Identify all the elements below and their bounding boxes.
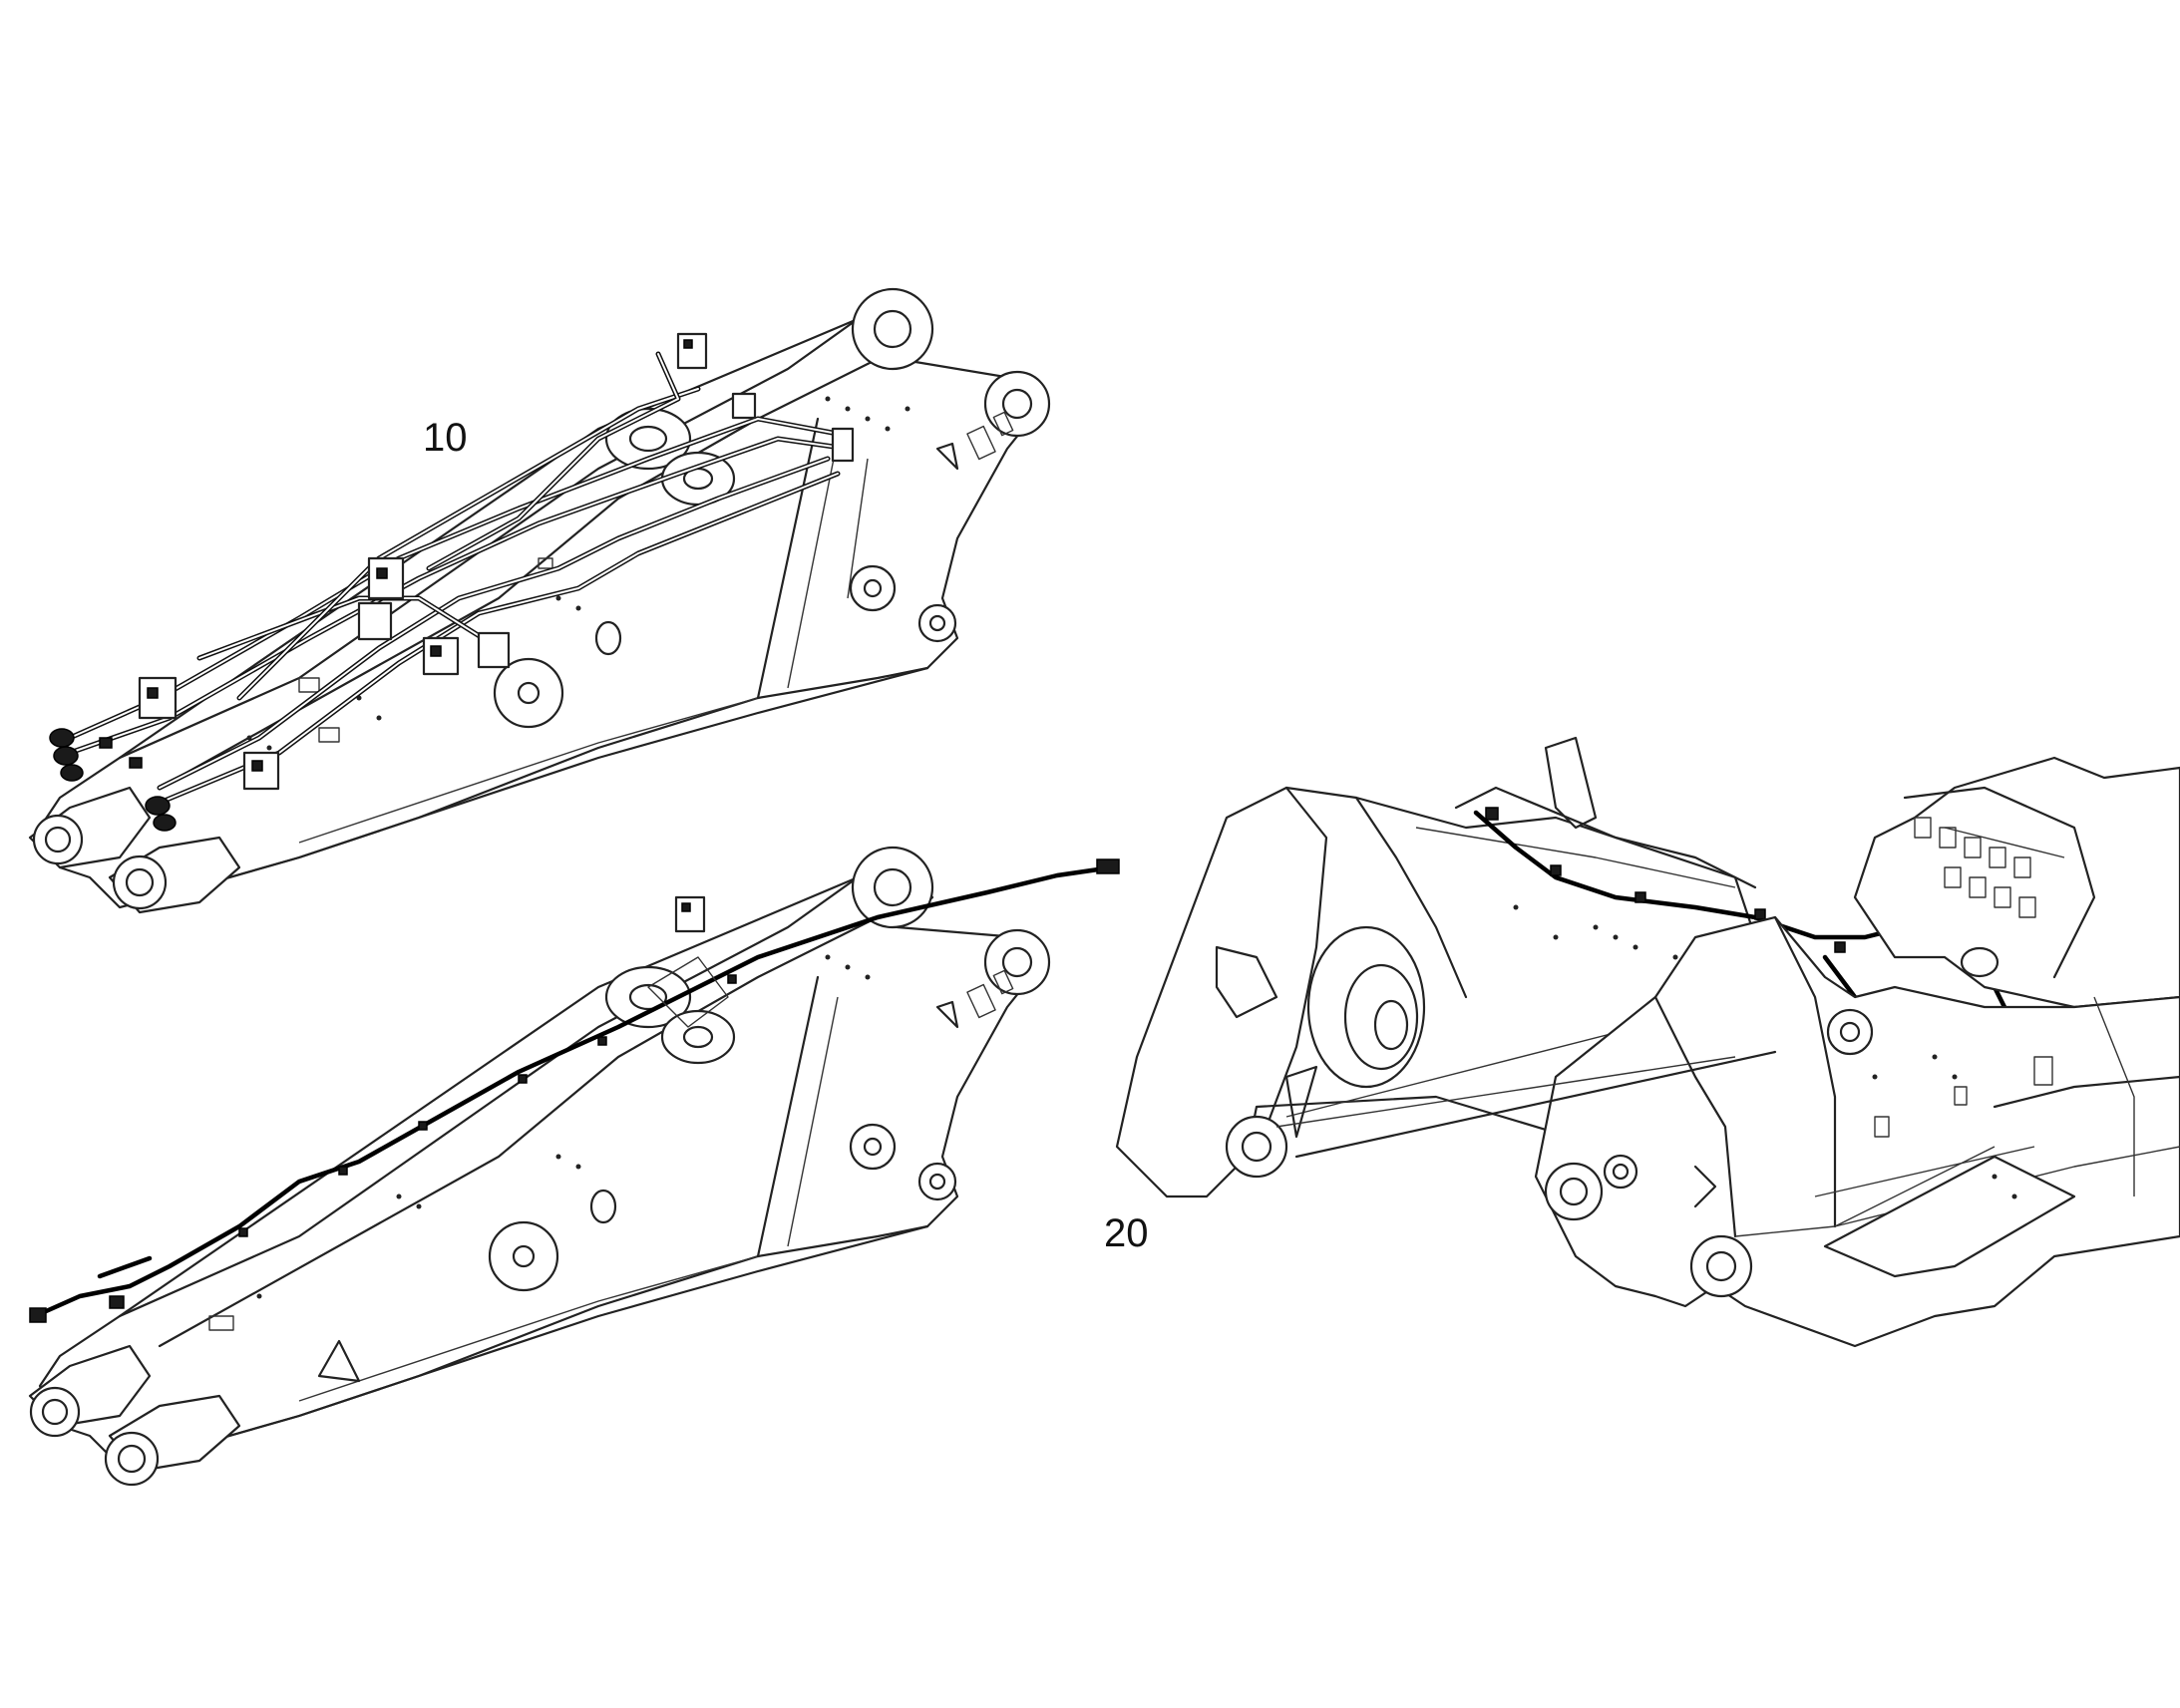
machine-frame-assembly-20 — [1115, 736, 2180, 1348]
frame-panel-cells — [1914, 817, 2036, 918]
valve-blocks-10 — [138, 332, 855, 791]
wiring-harness-20 — [32, 864, 1115, 1319]
hydraulic-pipes-10 — [67, 351, 851, 806]
rivet-dots-20 — [256, 954, 871, 1299]
front-connectors-10 — [49, 728, 177, 832]
harness-end-connector — [1096, 858, 1120, 874]
rivet-dots-10 — [246, 396, 910, 751]
boom-assembly-10 — [28, 287, 1051, 914]
frame-rivet-dots — [1513, 904, 2017, 1199]
callout-item-10: 10 — [423, 416, 468, 460]
boom-assembly-20 — [28, 846, 1120, 1487]
harness-clips-20 — [109, 974, 737, 1309]
callout-item-20: 20 — [1104, 1211, 1149, 1255]
